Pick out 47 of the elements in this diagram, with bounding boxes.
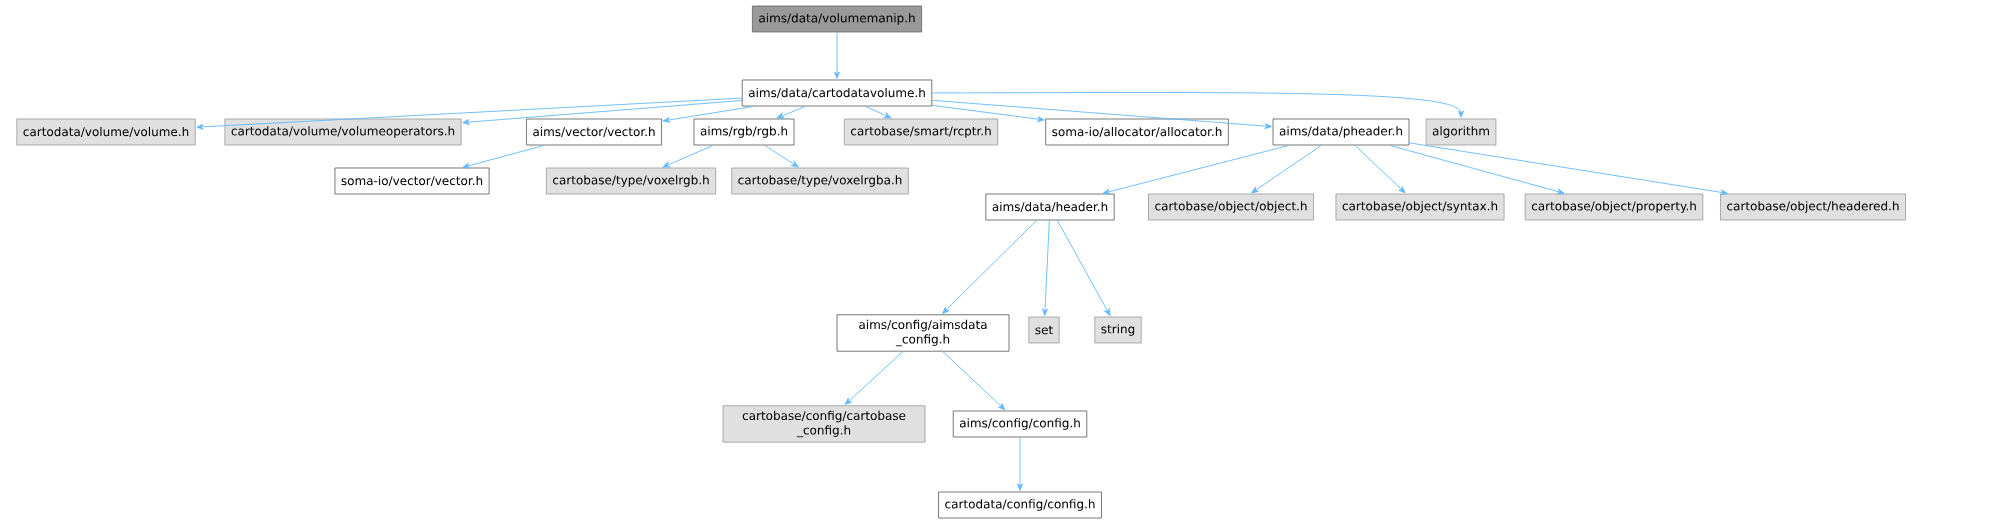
file-box: string [1094, 316, 1142, 344]
file-box: aims/data/header.h [985, 193, 1115, 221]
file-box: aims/data/pheader.h [1272, 118, 1410, 146]
arrow [1056, 219, 1111, 316]
arrow [1017, 436, 1023, 491]
arrow [462, 100, 743, 125]
arrow [196, 97, 743, 130]
arrow [764, 144, 799, 168]
file-box: cartobase/object/object.h [1148, 193, 1314, 221]
arrow [834, 31, 840, 79]
file-box: cartodata/volume/volumeoperators.h [224, 118, 462, 146]
file-box: cartobase/config/cartobase _config.h [722, 405, 926, 443]
arrow [865, 105, 892, 119]
file-box: algorithm [1425, 118, 1497, 146]
arrow [1354, 144, 1406, 194]
arrow [1042, 219, 1050, 316]
file-box: cartodata/config/config.h [938, 491, 1102, 519]
file-box: soma-io/allocator/allocator.h [1045, 118, 1229, 146]
arrow [1251, 144, 1322, 194]
arrow [844, 351, 904, 405]
file-box: cartobase/object/property.h [1524, 193, 1704, 221]
file-box: cartobase/object/syntax.h [1335, 193, 1505, 221]
file-box: aims/config/config.h [952, 410, 1088, 438]
file-box: aims/rgb/rgb.h [693, 118, 795, 146]
file-box: cartodata/volume/volume.h [16, 118, 196, 146]
arrow [931, 104, 1045, 122]
file-box: cartobase/type/voxelrgba.h [731, 167, 909, 195]
arrow [942, 351, 1006, 411]
file-box: cartobase/object/headered.h [1720, 193, 1906, 221]
arrow [931, 99, 1272, 130]
arrow [662, 105, 755, 123]
file-box: aims/config/aimsdata _config.h [836, 314, 1010, 352]
file-box: soma-io/vector/vector.h [334, 167, 490, 195]
arrow [931, 92, 1464, 118]
arrow [1389, 144, 1565, 195]
arrow [1102, 144, 1290, 195]
file-box: cartobase/smart/rcptr.h [843, 118, 999, 146]
file-box: cartobase/type/voxelrgb.h [545, 167, 717, 195]
file-box: aims/data/volumemanip.h [752, 5, 923, 33]
arrow [1408, 142, 1728, 196]
file-box: aims/vector/vector.h [526, 118, 662, 146]
arrow [662, 144, 714, 168]
arrow [776, 105, 806, 119]
file-box: set [1028, 316, 1060, 344]
arrow [942, 219, 1037, 314]
arrow [462, 144, 545, 169]
file-box: aims/data/cartodatavolume.h [741, 79, 933, 107]
